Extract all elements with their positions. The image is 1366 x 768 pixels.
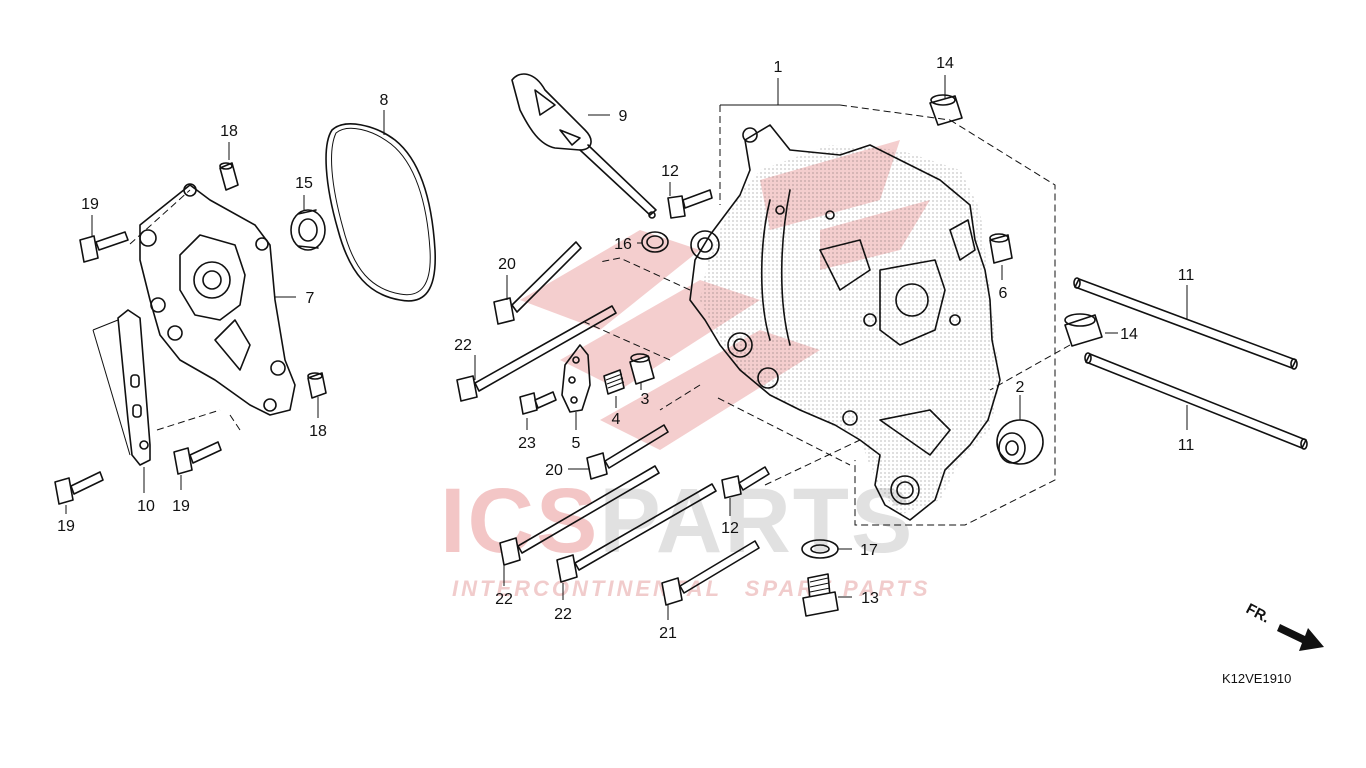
part-4-spring: [603, 369, 625, 395]
part-8-gasket: [325, 123, 436, 302]
part-10-bracket: [117, 309, 151, 466]
part-19-bolt-mid: [173, 441, 222, 475]
part-2-bearing: [996, 419, 1044, 465]
diagram-code: K12VE1910: [1222, 671, 1291, 686]
callout-4: 4: [612, 411, 621, 428]
part-22-bolt-right: [556, 483, 717, 583]
front-direction-indicator: FR.: [1243, 600, 1324, 651]
part-20-bolt-bottom: [586, 424, 669, 480]
callout-22-right: 22: [554, 606, 572, 623]
part-12-bolt-top: [667, 189, 713, 219]
callout-21: 21: [659, 625, 677, 642]
callout-1: 1: [774, 59, 783, 76]
part-21-bolt: [661, 540, 760, 606]
watermark-brand-b: PARTS: [599, 470, 914, 572]
part-9-dipstick: [511, 73, 657, 219]
callout-17: 17: [860, 542, 878, 559]
part-19-bolt-bottom: [54, 471, 104, 505]
front-arrow-icon: [1277, 624, 1324, 651]
callout-3: 3: [641, 391, 650, 408]
part-23-bolt: [519, 391, 557, 415]
leader-lines: [65, 75, 1188, 620]
callout-15: 15: [295, 175, 313, 192]
callout-22-top: 22: [454, 337, 472, 354]
callout-20-bottom: 20: [545, 462, 563, 479]
callout-10: 10: [137, 498, 155, 515]
callout-18-bottom: 18: [309, 423, 327, 440]
front-label: FR.: [1243, 600, 1272, 626]
part-15-seal: [290, 209, 326, 251]
callout-22-left: 22: [495, 591, 513, 608]
callout-labels: 1 2 3 4 5 6 7 8 9 10 11 11 12 12 13 14 1…: [57, 55, 1194, 642]
part-18-dowel-top: [219, 162, 239, 191]
part-22-bolt-left: [499, 465, 660, 566]
callout-19-mid: 19: [172, 498, 190, 515]
callout-23: 23: [518, 435, 536, 452]
callout-9: 9: [619, 108, 628, 125]
part-16-washer: [641, 231, 669, 253]
callout-2: 2: [1016, 379, 1025, 396]
part-12-bolt-bottom: [721, 466, 770, 499]
part-7-cover: [139, 183, 296, 416]
callout-20-top: 20: [498, 256, 516, 273]
svg-text:ICSPARTS: ICSPARTS: [440, 470, 914, 572]
callout-19-top: 19: [81, 196, 99, 213]
callout-12-bottom: 12: [721, 520, 739, 537]
callout-11-bottom: 11: [1178, 437, 1195, 454]
callout-7: 7: [306, 290, 315, 307]
part-20-bolt-top: [493, 241, 582, 325]
part-6-dowel: [989, 233, 1013, 264]
callout-12-top: 12: [661, 163, 679, 180]
part-14-dowel-top: [929, 94, 963, 126]
part-11-stud-bottom: [1084, 352, 1308, 450]
assembly-lines: [129, 104, 1071, 526]
callout-13: 13: [861, 590, 879, 607]
watermark-tagline-b: SPARE PARTS: [745, 576, 931, 601]
callout-11-top: 11: [1178, 267, 1195, 284]
part-19-bolt-top: [79, 231, 129, 263]
part-13-drain-bolt: [802, 573, 839, 617]
callout-14-top: 14: [936, 55, 954, 72]
callout-14-right: 14: [1120, 326, 1138, 343]
part-22-bolt-top: [456, 305, 617, 402]
part-18-dowel-bottom: [307, 372, 327, 399]
part-11-stud-top: [1073, 277, 1298, 370]
callout-6: 6: [999, 285, 1008, 302]
part-1-crankcase: [689, 124, 1001, 521]
callout-5: 5: [572, 435, 581, 452]
part-5-plate: [561, 344, 591, 413]
callout-16: 16: [614, 236, 632, 253]
callout-8: 8: [380, 92, 389, 109]
part-14-dowel-right: [1064, 313, 1103, 347]
callout-18-top: 18: [220, 123, 238, 140]
callout-19-bottom: 19: [57, 518, 75, 535]
part-3-plunger: [629, 353, 655, 385]
